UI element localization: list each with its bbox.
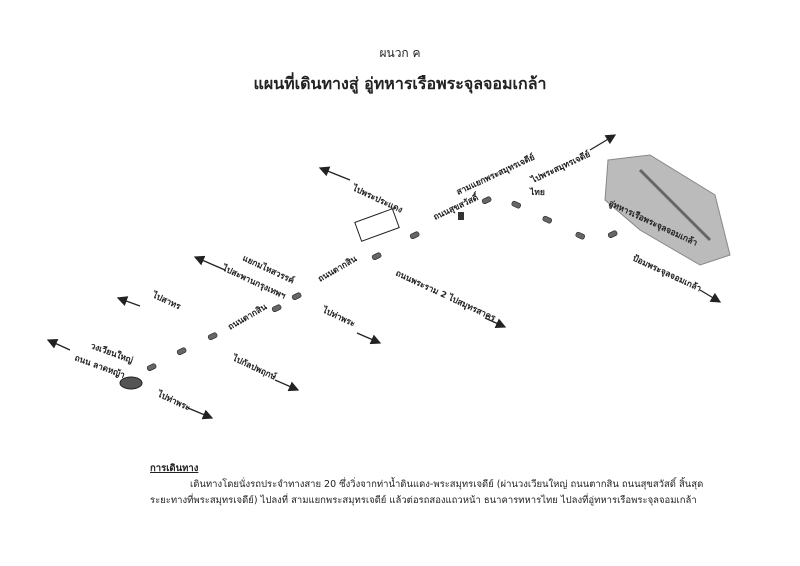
label-suksawat-road: ถนนสุขสวัสดิ์ [431,190,482,223]
bus-icon [371,252,382,261]
route-text: เดินทางโดยนั่งรถประจำทางสาย 20 ซึ่งวิ่งจ… [150,479,704,506]
page-title: แผนที่เดินทางสู่ อู่ทหารเรือพระจุลจอมเกล… [253,74,547,93]
landmark-sign [354,208,400,242]
label-taksin-road: ถนนตากสิน [226,301,269,332]
arrow [193,255,226,271]
arrow [116,296,141,307]
bus-icon [176,347,187,356]
label-thai-bank: ไทย [529,187,545,198]
bus-icon [511,200,522,209]
bus-icon [607,230,618,239]
bus-icon [409,231,420,240]
bus-icon [542,215,553,224]
bus-icon [481,196,492,205]
label-to-samut-chedi: ไปพระสมุทรเจดีย์ [529,149,592,186]
arrow [274,379,300,392]
bus-icon [146,363,157,372]
direction-arrows [46,134,722,420]
arrow [484,317,507,329]
bank-logo-icon [458,212,464,220]
label-taksin-road: ถนนตากสิน [316,253,359,284]
label-to-sathorn: ไปสาทร [150,289,183,312]
label-to-thapra: ไปท่าพระ [155,388,192,413]
bus-icon [575,231,586,240]
arrow [356,332,382,345]
route-heading: การเดินทาง [150,463,199,474]
label-to-thapra: ไปท่าพระ [320,304,357,329]
bus-icons [146,196,618,372]
arrow [589,134,617,151]
label-pradaeng: ไปพระประแดง [350,182,405,215]
annex-label: ผนวก ค [379,46,421,60]
arrow [318,166,351,181]
arrow [699,289,722,303]
bus-icon [291,292,302,301]
route-description: การเดินทาง เดินทางโดยนั่งรถประจำทางสาย 2… [150,461,710,509]
dockyard-aerial-image [604,154,731,266]
label-sam-yaek: สามแยกพระสมุทรเจดีย์ [455,152,537,198]
arrow [46,339,71,351]
label-to-kanlapaphruek: ไปกัลปพฤกษ์ [230,352,278,382]
label-rama2-road: ถนนพระราม 2 ไปสมุทรสาคร [394,268,498,324]
roundabout-icon [119,376,143,390]
arrow [187,407,214,420]
bus-icon [271,304,282,313]
bus-icon [207,332,218,341]
